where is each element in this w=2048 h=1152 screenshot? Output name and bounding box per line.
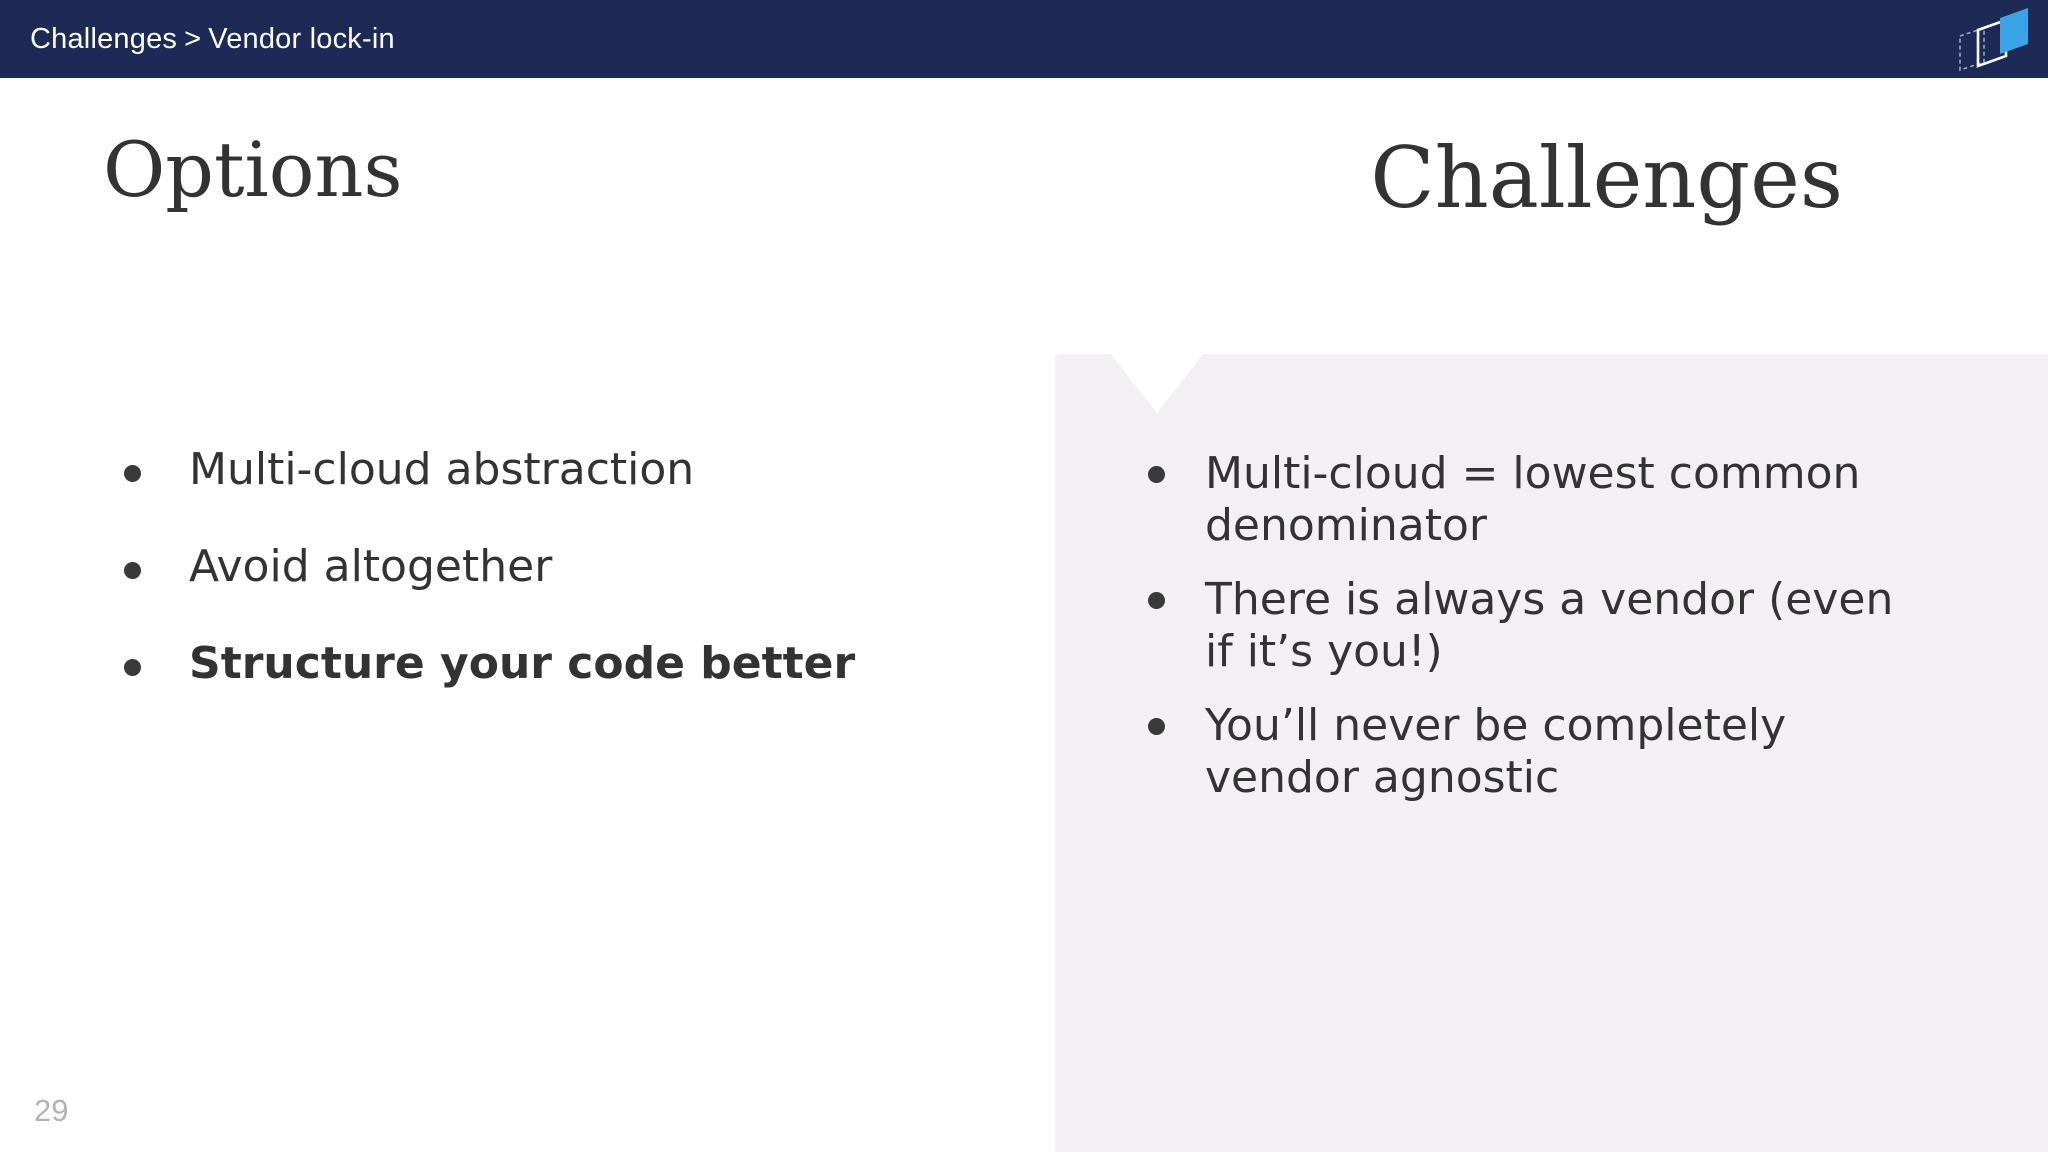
challenges-bullet-list: Multi-cloud = lowest common denominator … (1148, 448, 1908, 825)
bullet-dot-icon (1148, 717, 1165, 735)
list-item-label: Avoid altogether (189, 541, 553, 592)
breadcrumb-separator-icon: > (184, 22, 202, 55)
bullet-dot-icon (124, 659, 141, 676)
bullet-dot-icon (1148, 466, 1165, 483)
list-item-label: Multi-cloud = lowest common denominator (1205, 448, 1861, 551)
challenges-heading: Challenges (1370, 129, 1843, 227)
options-heading: Options (103, 125, 403, 214)
list-item: Avoid altogether (124, 545, 914, 589)
list-item: There is always a vendor (even if it’s y… (1148, 574, 1908, 678)
page-number: 29 (34, 1093, 69, 1128)
list-item-label: You’ll never be completely vendor agnost… (1205, 699, 1787, 803)
list-item-label: There is always a vendor (even if it’s y… (1205, 573, 1894, 677)
options-bullet-list: Multi-cloud abstraction Avoid altogether… (124, 448, 914, 739)
bullet-dot-icon (124, 465, 141, 482)
list-item: Structure your code better (124, 642, 914, 686)
list-item: You’ll never be completely vendor agnost… (1148, 700, 1908, 804)
list-item-label: Structure your code better (189, 638, 856, 689)
breadcrumb: Challenges > Vendor lock-in (30, 0, 395, 78)
bullet-dot-icon (124, 562, 141, 579)
slide-header-bar: Challenges > Vendor lock-in (0, 0, 2048, 78)
challenges-panel (1055, 354, 2048, 1152)
list-item: Multi-cloud abstraction (124, 448, 914, 492)
bullet-dot-icon (1148, 591, 1165, 609)
breadcrumb-parent[interactable]: Challenges (30, 22, 178, 55)
brand-logo-icon (1954, 2, 2034, 76)
breadcrumb-current: Vendor lock-in (208, 22, 395, 55)
list-item-label: Multi-cloud abstraction (189, 444, 695, 495)
list-item: Multi-cloud = lowest common denominator (1148, 448, 1908, 552)
